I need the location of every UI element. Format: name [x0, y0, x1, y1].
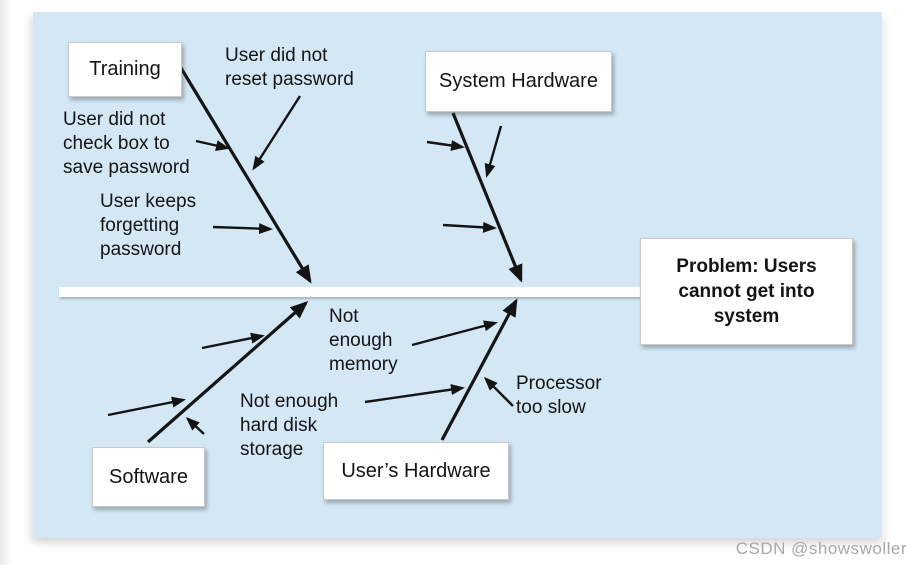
- cause-label-processor-too-slow: Processor too slow: [516, 373, 602, 418]
- category-box-users-hardware: User’s Hardware: [323, 442, 509, 500]
- problem-box: Problem: Users cannot get into system: [640, 238, 853, 345]
- page-left-shadow: [0, 0, 12, 565]
- cause-label-hard-disk-storage: Not enough hard disk storage: [240, 391, 339, 460]
- cause-label-not-enough-memory: Not enough memory: [329, 306, 398, 375]
- category-box-software: Software: [92, 447, 205, 507]
- cause-label-forgetting-password: User keeps forgetting password: [100, 191, 197, 260]
- spine-bar: [59, 287, 641, 297]
- watermark-text: CSDN @showswoller: [735, 539, 907, 558]
- cause-label-reset-password: User did not reset password: [225, 45, 354, 90]
- category-box-system-hardware: System Hardware: [425, 51, 612, 112]
- category-box-training: Training: [68, 42, 182, 97]
- cause-label-check-box: User did not check box to save password: [63, 109, 190, 178]
